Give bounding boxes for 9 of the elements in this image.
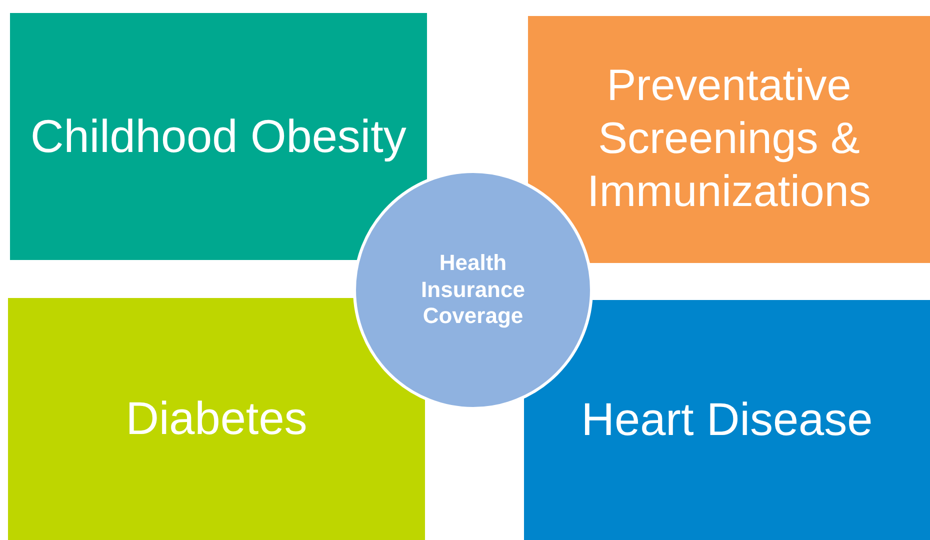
topic-label: Diabetes	[126, 391, 308, 446]
topic-box	[524, 300, 930, 540]
topic-label: Preventative Screenings & Immunizations	[586, 60, 872, 218]
topic-label: Childhood Obesity	[30, 108, 406, 164]
topic-box	[528, 16, 930, 263]
center-label: Health Insurance Coverage	[420, 250, 526, 330]
topic-box	[10, 13, 427, 260]
topic-box	[8, 298, 425, 540]
topic-label: Heart Disease	[581, 392, 873, 448]
